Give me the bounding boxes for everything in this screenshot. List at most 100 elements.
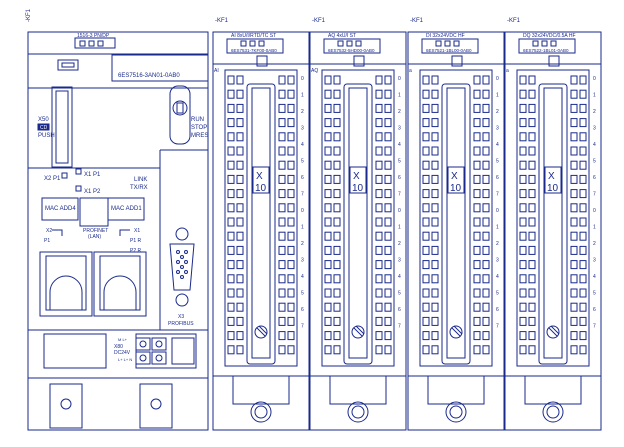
terminal [528,118,536,128]
terminal [519,203,527,213]
terminal [236,203,244,213]
terminal [278,118,286,128]
channel-label: 3 [496,126,499,132]
terminal [236,132,244,142]
terminal [333,245,341,255]
channel-label: 7 [301,324,304,330]
terminal [519,146,527,156]
terminal [333,274,341,284]
terminal [422,260,430,270]
terminal [236,274,244,284]
terminal [333,203,341,213]
terminal [579,274,587,284]
fixing-screw [449,325,463,339]
terminal [579,160,587,170]
terminal [482,217,490,227]
x80-label: X80 [114,344,123,350]
channel-label: 6 [301,307,304,313]
profinet-label: PROFINET [83,228,108,234]
terminal [333,146,341,156]
terminal [278,174,286,184]
terminal [324,103,332,113]
terminal [384,231,392,241]
terminal [570,160,578,170]
channel-label: 7 [496,192,499,198]
terminal [384,174,392,184]
channel-label: 7 [301,192,304,198]
status-led [258,40,265,47]
module-title: DQ 32x24VDC/0.5A HF [523,33,576,39]
cpu-tag: -KF1 [26,8,32,22]
terminal [528,89,536,99]
channel-label: 0 [496,76,499,82]
terminal [431,302,439,312]
terminal [227,302,235,312]
terminal [579,103,587,113]
terminal [324,146,332,156]
module-tag: -KF1 [507,18,521,24]
connector-inner [348,87,368,359]
terminal [482,345,490,355]
bottom-hook [524,376,582,405]
terminal [236,316,244,326]
terminal [579,189,587,199]
terminal [528,160,536,170]
terminal [278,203,286,213]
terminal [473,89,481,99]
front-connector [321,69,395,367]
connector-label-box [349,166,367,194]
channel-label: 4 [398,274,401,280]
terminal [236,345,244,355]
channel-label: 6 [301,175,304,181]
terminal [482,288,490,298]
channel-label: 1 [301,225,304,231]
terminal [422,146,430,156]
terminal [519,288,527,298]
terminal [333,345,341,355]
terminal [227,189,235,199]
terminal [482,103,490,113]
terminal [570,189,578,199]
terminal [579,345,587,355]
module-order: 6ES7531-7KF00-0AB0 [231,48,277,53]
channel-label: 1 [496,225,499,231]
terminal [278,89,286,99]
terminal [236,231,244,241]
terminal [375,231,383,241]
terminal [570,118,578,128]
connector-number: 10 [352,183,364,194]
connector-number: 10 [547,183,559,194]
terminal [519,118,527,128]
terminal [227,89,235,99]
channel-label: 5 [496,159,499,165]
terminal [422,103,430,113]
module-tag: -KF1 [410,18,424,24]
terminal [333,260,341,270]
terminal [287,132,295,142]
channel-label: 3 [301,126,304,132]
terminal [422,316,430,326]
terminal [324,260,332,270]
terminal [570,103,578,113]
terminal [422,203,430,213]
bottom-coupler [347,401,369,423]
channel-label: 2 [301,241,304,247]
cpu-module[interactable]: -KF1 1516-3 PN/DP 6ES7516-3AN01-0AB0 X50… [26,8,209,431]
terminal [473,103,481,113]
pwr-plus: M L+ [118,337,128,342]
terminal [422,245,430,255]
terminal [236,189,244,199]
latch [451,55,463,67]
terminal [287,274,295,284]
terminal [278,217,286,227]
channel-label: 4 [593,274,596,280]
terminal [482,146,490,156]
terminal [482,245,490,255]
terminal [287,331,295,341]
terminal [236,260,244,270]
connector-channel [441,83,471,365]
